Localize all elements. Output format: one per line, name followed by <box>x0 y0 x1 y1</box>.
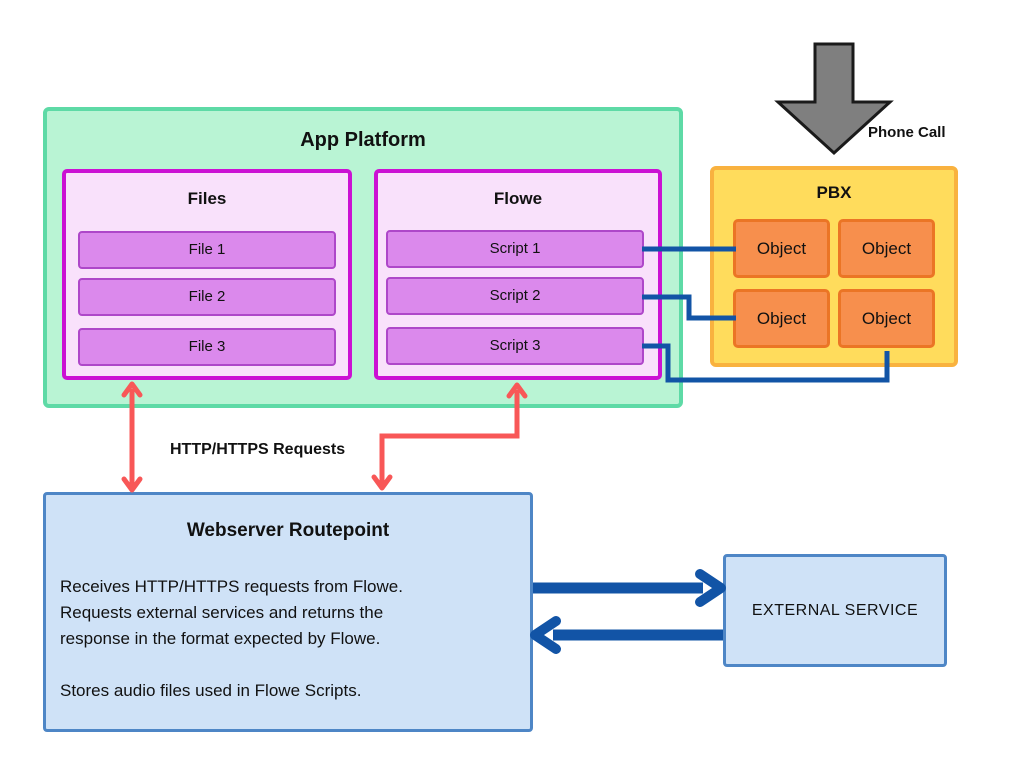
script-3-bar: Script 3 <box>386 327 644 365</box>
app-platform-title: App Platform <box>300 129 426 151</box>
pbx-object-bottom-left: Object <box>733 289 830 348</box>
webserver-description-line: response in the format expected by Flowe… <box>60 629 381 648</box>
phone-call-label: Phone Call <box>868 124 946 141</box>
pbx-title: PBX <box>816 183 852 202</box>
script-2-bar: Script 2 <box>386 277 644 315</box>
file-1-bar: File 1 <box>78 231 336 269</box>
webserver-routepoint-box <box>43 492 533 732</box>
flowe-title: Flowe <box>493 189 543 208</box>
webserver-description-line: Requests external services and returns t… <box>60 603 384 622</box>
webserver-description-line: Receives HTTP/HTTPS requests from Flowe. <box>60 577 403 596</box>
script-1-bar: Script 1 <box>386 230 644 268</box>
webserver-description: Receives HTTP/HTTPS requests from Flowe.… <box>60 574 520 704</box>
files-title: Files <box>187 189 227 208</box>
pbx-object-top-left: Object <box>733 219 830 278</box>
external-to-webserver-arrow <box>530 616 723 654</box>
webserver-to-external-arrow <box>533 569 726 607</box>
file-2-bar: File 2 <box>78 278 336 316</box>
external-service-box: EXTERNAL SERVICE <box>723 554 947 667</box>
webserver-description-line: Stores audio files used in Flowe Scripts… <box>60 681 362 700</box>
http-requests-label: HTTP/HTTPS Requests <box>170 441 346 458</box>
file-3-bar: File 3 <box>78 328 336 366</box>
pbx-object-bottom-right: Object <box>838 289 935 348</box>
pbx-object-top-right: Object <box>838 219 935 278</box>
webserver-routepoint-title: Webserver Routepoint <box>186 520 390 541</box>
webserver-description-line <box>60 652 520 678</box>
